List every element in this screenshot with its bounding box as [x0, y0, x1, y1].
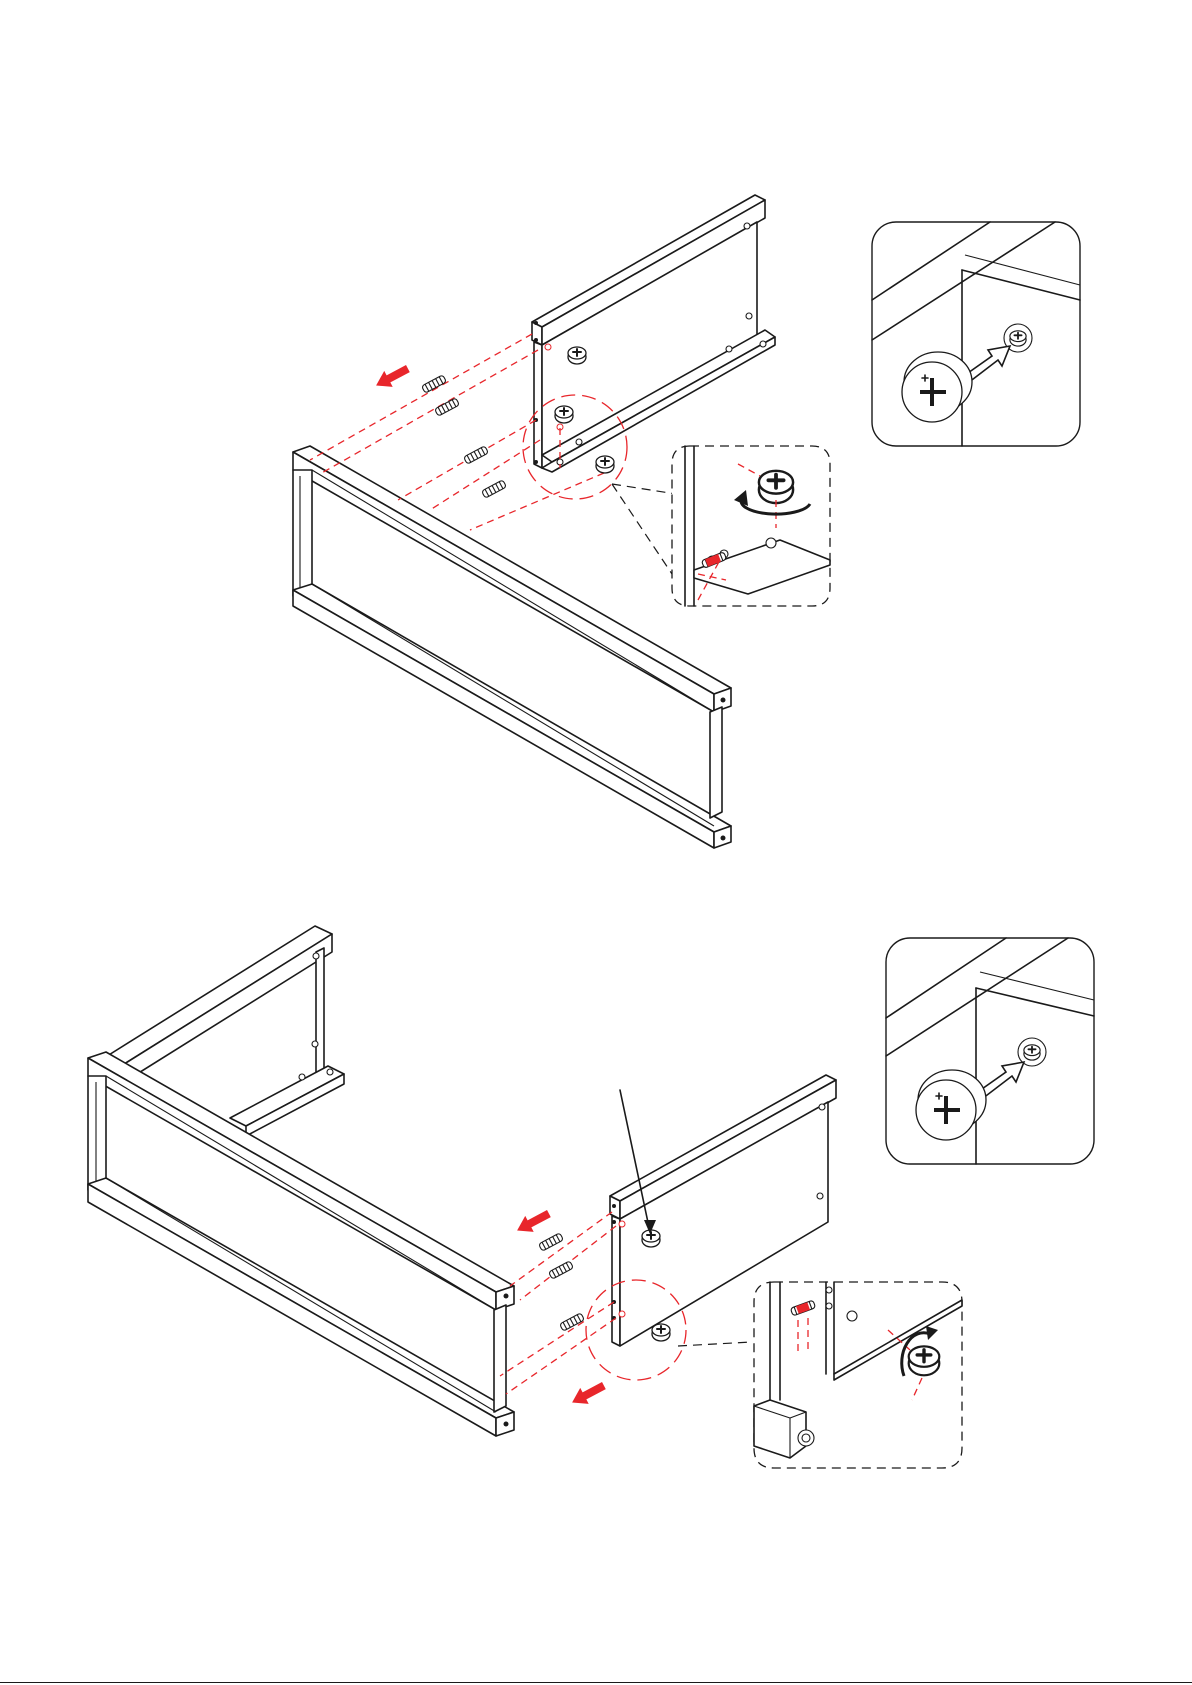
page-footer-rule — [0, 1682, 1192, 1683]
cam-lock-icon — [555, 406, 573, 423]
red-arrow-icon — [568, 1378, 608, 1411]
cam-lock-icon — [909, 1346, 940, 1375]
leader-line — [612, 484, 676, 494]
cam-rotate-detail — [672, 446, 830, 606]
dowel — [560, 1313, 585, 1331]
dowel — [422, 375, 447, 393]
cam-lock-icon — [652, 1324, 670, 1341]
u-frame — [88, 926, 514, 1436]
step-upper — [293, 195, 1080, 848]
dowel — [549, 1261, 574, 1279]
cam-lock-icon — [642, 1230, 660, 1247]
dowel — [435, 398, 460, 416]
front-frame — [293, 446, 731, 848]
cam-insert-detail — [886, 938, 1094, 1164]
red-arrow-icon — [372, 361, 412, 394]
step-lower — [88, 926, 1094, 1468]
cam-lock-icon — [568, 347, 586, 364]
red-arrow-icon — [513, 1206, 553, 1239]
dowel — [539, 1233, 564, 1251]
dowel — [464, 446, 489, 464]
leader-line — [678, 1342, 752, 1346]
cam-lock-icon — [596, 456, 614, 473]
dowel — [482, 480, 507, 498]
cam-rotate-detail — [754, 1282, 962, 1468]
cam-lock-icon — [759, 471, 793, 503]
side-panel — [532, 195, 775, 472]
cam-insert-detail — [872, 222, 1080, 446]
leader-line — [612, 484, 676, 580]
